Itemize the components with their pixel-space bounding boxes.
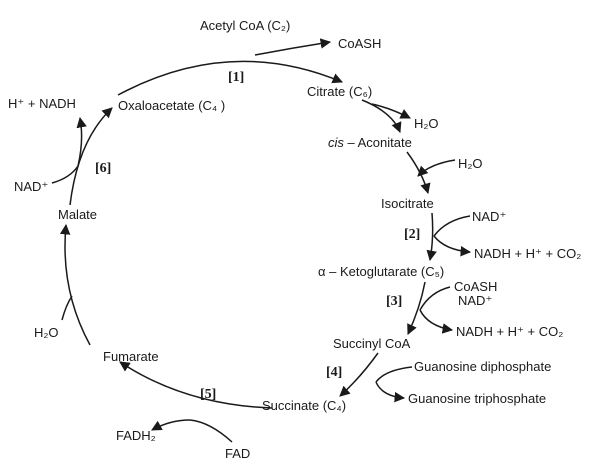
arrow-gdp-in (375, 366, 413, 383)
nad-in-3-label: NAD⁺ (458, 293, 492, 308)
step-1-label: [1] (228, 70, 244, 85)
acetyl-coa-label: Acetyl CoA (C₂) (200, 18, 290, 33)
citrate-label: Citrate (C₆) (307, 84, 372, 99)
arrow-coash-in-3 (419, 286, 451, 311)
aconitate-suffix: – Aconitate (344, 135, 412, 150)
step-3-label: [3] (386, 294, 402, 309)
arc-succinate-to-fumarate (119, 361, 273, 409)
arrow-nad-in-2 (433, 215, 471, 237)
coash-in-3-label: CoASH (454, 279, 497, 294)
products-6-label: H⁺ + NADH (8, 96, 76, 111)
nad-in-6-label: NAD⁺ (14, 179, 48, 194)
arc-fumarate-to-malate (59, 223, 91, 346)
coash-out-label: CoASH (338, 36, 381, 51)
step-4-label: [4] (326, 365, 342, 380)
fad-label: FAD (225, 446, 250, 461)
nad-in-2-label: NAD⁺ (472, 209, 506, 224)
step-6-label: [6] (95, 161, 111, 176)
arrow-products-3 (419, 309, 454, 334)
arrow-products-2 (433, 235, 472, 257)
cis-aconitate-label: cis – Aconitate (328, 135, 412, 150)
succinate-label: Succinate (C₄) (262, 398, 346, 413)
gtp-label: Guanosine triphosphate (408, 391, 546, 406)
step-5-label: [5] (200, 387, 216, 402)
arc-aconitate-to-isocitrate (406, 151, 431, 195)
fadh2-label: FADH₂ (116, 428, 156, 443)
ketoglutarate-label: α – Ketoglutarate (C₅) (318, 264, 444, 279)
products-2-label: NADH + H⁺ + CO₂ (474, 246, 581, 261)
arrow-aconitate-water-in (417, 159, 456, 177)
arrow-coash-out (254, 38, 332, 56)
arc-oxaloacetate-to-citrate (117, 60, 343, 96)
arrow-nad-in-6 (51, 165, 79, 184)
isocitrate-label: Isocitrate (381, 196, 434, 211)
arc-ketoglutarate-to-succinylcoa (407, 281, 426, 335)
aconitate-water-in-label: H₂O (458, 156, 483, 171)
arrow-fadh2-out (151, 419, 191, 431)
products-3-label: NADH + H⁺ + CO₂ (456, 324, 563, 339)
cis-prefix: cis (328, 135, 344, 150)
arc-malate-to-oxaloacetate (69, 107, 113, 206)
citrate-water-out-label: H₂O (414, 116, 439, 131)
oxaloacetate-label: Oxaloacetate (C₄ ) (118, 98, 225, 113)
malate-label: Malate (58, 207, 97, 222)
arrow-gtp-out (375, 381, 406, 403)
water-in-fumarate-label: H₂O (34, 325, 59, 340)
arc-citrate-to-aconitate (361, 99, 402, 133)
fumarate-label: Fumarate (103, 349, 159, 364)
arrow-products-6 (76, 116, 87, 167)
step-2-label: [2] (404, 227, 420, 242)
arc-succinylcoa-to-succinate (339, 352, 379, 397)
gdp-label: Guanosine diphosphate (414, 359, 551, 374)
arrow-fad-in (189, 419, 233, 443)
arc-isocitrate-to-ketoglutarate (426, 212, 437, 262)
arrow-water-in-fumarate (61, 295, 73, 321)
succinyl-coa-label: Succinyl CoA (333, 336, 411, 351)
arrow-citrate-water-out (371, 103, 411, 119)
